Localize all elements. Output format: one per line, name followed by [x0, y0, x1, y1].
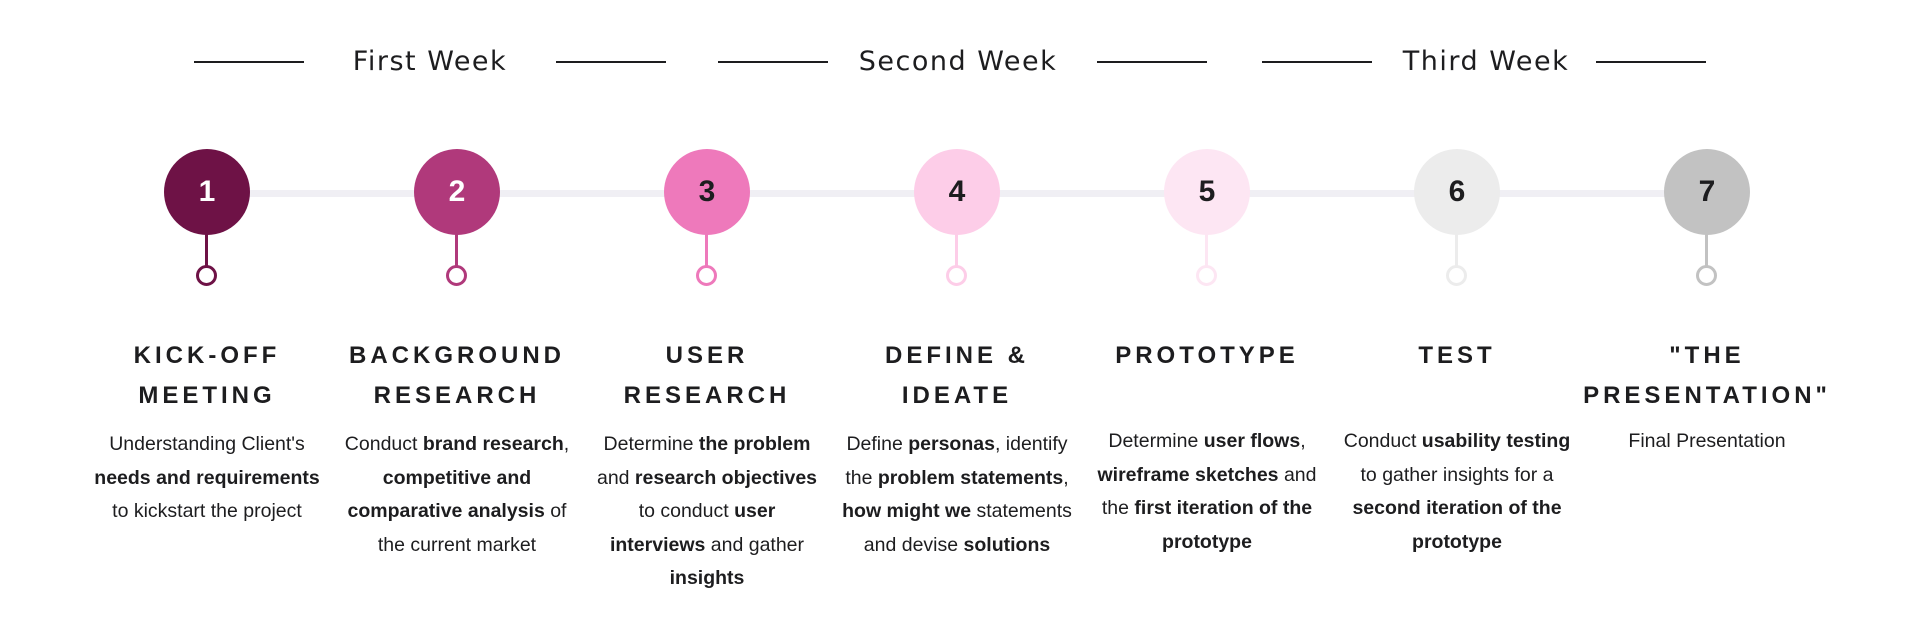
step-marker-dot [446, 265, 467, 286]
step-title-line: PRESENTATION" [1583, 382, 1831, 409]
step-title-line: BACKGROUND [349, 342, 565, 369]
step-description: Define personas, identify the problem st… [840, 428, 1074, 562]
step-title: "THE PRESENTATION" [1582, 336, 1832, 416]
step-title-line: MEETING [138, 382, 276, 409]
description-text: Conduct [1343, 430, 1422, 452]
step-number-circle: 4 [914, 149, 1000, 235]
week-rule [718, 61, 828, 63]
description-highlight: wireframe sketches [1097, 463, 1279, 486]
step-marker-dot [696, 265, 717, 286]
step-description: Final Presentation [1590, 425, 1824, 459]
description-highlight: research objectives [634, 466, 818, 489]
week-rule [1596, 61, 1706, 63]
week-rule [1262, 61, 1372, 63]
step-description: Understanding Client's needs and require… [90, 428, 324, 529]
step-marker-dot [1196, 265, 1217, 286]
step-title: PROTOTYPE [1082, 336, 1332, 376]
description-highlight: brand research [422, 433, 564, 455]
description-text: and gather [705, 533, 805, 556]
step-title: DEFINE & IDEATE [832, 336, 1082, 416]
step-description: Determine the problem and research objec… [590, 428, 824, 596]
step-number-circle: 5 [1164, 149, 1250, 235]
step-connector [705, 233, 708, 269]
description-text: Determine [603, 433, 699, 455]
description-highlight: how might we [842, 500, 972, 522]
step-title-line: USER [665, 342, 749, 369]
description-highlight: competitive and comparative analysis [347, 466, 545, 523]
description-highlight: insights [669, 567, 745, 589]
timeline-step: 7 "THE PRESENTATION" Final Presentation [1582, 0, 1832, 644]
description-text: to gather insights for a [1360, 463, 1554, 486]
description-highlight: usability testing [1421, 430, 1571, 452]
description-text: and [596, 466, 635, 489]
description-highlight: user flows [1203, 430, 1301, 452]
step-number-circle: 2 [414, 149, 500, 235]
description-text: to conduct [638, 500, 735, 522]
description-text: to kickstart the project [112, 500, 302, 522]
description-highlight: solutions [963, 533, 1051, 556]
step-connector [1455, 233, 1458, 269]
week-label-second: Second Week [858, 46, 1058, 77]
step-description: Conduct brand research, competitive and … [340, 428, 574, 562]
description-text: Conduct [344, 433, 423, 455]
description-text: and the [1101, 463, 1317, 520]
week-rule [556, 61, 666, 63]
description-text: statements and devise [863, 500, 1072, 556]
step-connector [455, 233, 458, 269]
step-description: Conduct usability testing to gather insi… [1340, 425, 1574, 559]
description-highlight: needs and requirements [94, 466, 320, 489]
step-number-circle: 3 [664, 149, 750, 235]
step-connector [205, 233, 208, 269]
description-text: Understanding Client's [109, 433, 305, 455]
step-number-circle: 7 [1664, 149, 1750, 235]
description-text: , [1300, 430, 1306, 452]
step-number-circle: 6 [1414, 149, 1500, 235]
step-title-line: RESEARCH [373, 382, 541, 409]
step-marker-dot [1696, 265, 1717, 286]
description-text: , identify the [845, 433, 1068, 489]
step-number-circle: 1 [164, 149, 250, 235]
step-title: KICK-OFF MEETING [82, 336, 332, 416]
week-rule [194, 61, 304, 63]
description-highlight: second iteration of the prototype [1352, 497, 1562, 553]
step-connector [1705, 233, 1708, 269]
description-text: Define [846, 433, 909, 455]
step-title-line: TEST [1418, 342, 1496, 369]
description-text: Determine [1108, 430, 1204, 452]
step-title: USER RESEARCH [582, 336, 832, 416]
description-highlight: problem statements [877, 466, 1064, 489]
description-highlight: user interviews [609, 500, 776, 556]
step-title-line: RESEARCH [623, 382, 791, 409]
description-text: of the current market [377, 500, 567, 556]
step-title-line: KICK-OFF [133, 342, 281, 369]
step-marker-dot [196, 265, 217, 286]
step-connector [1205, 233, 1208, 269]
description-highlight: the problem [698, 433, 811, 455]
step-title-line: "THE [1669, 342, 1745, 369]
description-text: , [563, 433, 570, 455]
step-connector [955, 233, 958, 269]
step-description: Determine user flows, wireframe sketches… [1090, 425, 1324, 559]
description-text: Final Presentation [1628, 430, 1786, 452]
description-text: , [1063, 466, 1069, 489]
step-title-line: DEFINE & [884, 342, 1029, 369]
step-marker-dot [1446, 265, 1467, 286]
description-highlight: first iteration of the prototype [1134, 497, 1313, 553]
step-title: BACKGROUND RESEARCH [332, 336, 582, 416]
step-marker-dot [946, 265, 967, 286]
step-title-line: PROTOTYPE [1115, 342, 1299, 369]
week-rule [1097, 61, 1207, 63]
description-highlight: personas [908, 433, 995, 455]
week-label-first: First Week [352, 46, 508, 77]
step-title-line: IDEATE [901, 382, 1013, 409]
step-title: TEST [1332, 336, 1582, 376]
week-header: First Week Second Week Third Week [0, 0, 1920, 100]
week-label-third: Third Week [1402, 46, 1570, 77]
